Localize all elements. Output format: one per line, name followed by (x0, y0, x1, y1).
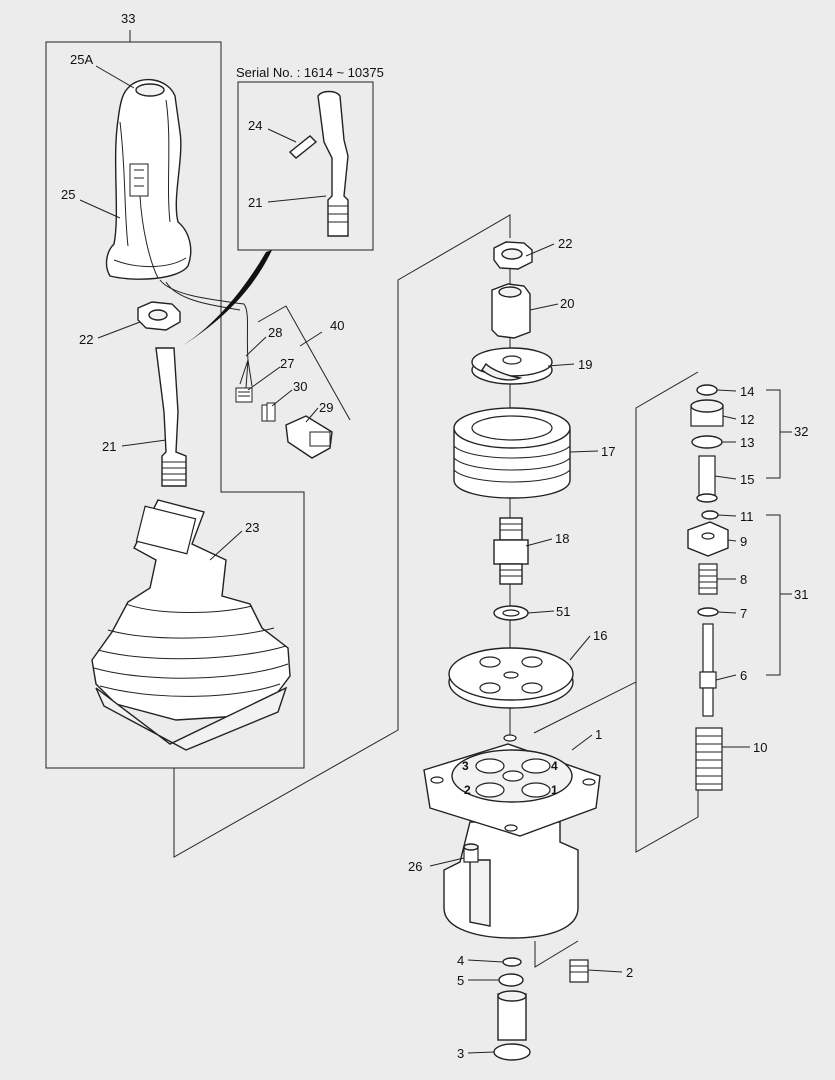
callout-22-top: 22 (558, 236, 572, 251)
plate-16-part (448, 647, 574, 709)
callout-25: 25 (61, 187, 75, 202)
o-ring-5-part (498, 973, 524, 987)
callout-19: 19 (578, 357, 592, 372)
callout-16: 16 (593, 628, 607, 643)
callout-1: 1 (595, 727, 602, 742)
callout-9: 9 (740, 534, 747, 549)
spool-6-part (699, 623, 717, 717)
fitting-3-part (493, 990, 531, 1061)
harness-wire-part (159, 279, 253, 389)
callout-51: 51 (556, 604, 570, 619)
callout-27: 27 (280, 356, 294, 371)
callout-6: 6 (740, 668, 747, 683)
pin-24-part (288, 135, 318, 159)
spring-8-part (698, 563, 718, 595)
lever-21-left-part (155, 347, 187, 487)
callout-30: 30 (293, 379, 307, 394)
ring-14-part (696, 384, 718, 396)
callout-4: 4 (457, 953, 464, 968)
terminal-30-part (261, 402, 276, 422)
callout-18: 18 (555, 531, 569, 546)
port-number-2: 2 (464, 783, 471, 797)
body-1-part: 3 4 2 1 (423, 734, 601, 939)
disc-19-part (471, 347, 553, 385)
callout-12: 12 (740, 412, 754, 427)
sleeve-20-part (491, 283, 531, 339)
callout-24: 24 (248, 118, 262, 133)
callout-8: 8 (740, 572, 747, 587)
serial-inset-frame (237, 81, 374, 251)
lever-21-inset-part (317, 90, 349, 237)
callout-26: 26 (408, 859, 422, 874)
plug-26-part (463, 843, 479, 863)
plug-2-part (569, 959, 589, 983)
callout-2: 2 (626, 965, 633, 980)
nut-22-left-part (137, 301, 181, 331)
callout-40: 40 (330, 318, 344, 333)
seat-9-part (687, 521, 729, 557)
harness-connector-28-part (235, 387, 253, 403)
stud-18-part (493, 517, 529, 585)
o-ring-7-part (697, 607, 719, 617)
boot-seat-17-part (453, 407, 571, 499)
callout-21-inset: 21 (248, 195, 262, 210)
callout-7: 7 (740, 606, 747, 621)
callout-11: 11 (740, 509, 754, 524)
callout-10: 10 (753, 740, 767, 755)
callout-5: 5 (457, 973, 464, 988)
washer-11-part (701, 510, 719, 520)
bracket-32 (766, 389, 792, 479)
port-number-1: 1 (551, 783, 558, 797)
o-ring-13-part (691, 435, 723, 449)
callout-3: 3 (457, 1046, 464, 1061)
port-number-4: 4 (551, 759, 558, 773)
callout-20: 20 (560, 296, 574, 311)
leader-lines (79, 65, 750, 1054)
callout-17: 17 (601, 444, 615, 459)
washer-51-part (493, 605, 529, 621)
zigzag-assembly-lines (173, 214, 699, 968)
bracket-31 (766, 514, 792, 676)
callout-23: 23 (245, 520, 259, 535)
assembly-33-frame (45, 30, 305, 769)
port-number-3: 3 (462, 759, 469, 773)
plug-12-part (690, 399, 724, 427)
callout-22-left: 22 (79, 332, 93, 347)
callout-33: 33 (121, 11, 135, 26)
callout-31: 31 (794, 587, 808, 602)
connector-29-part (285, 415, 333, 459)
rubber-boot-23-part (91, 499, 291, 751)
callout-29: 29 (319, 400, 333, 415)
callout-15: 15 (740, 472, 754, 487)
callout-14: 14 (740, 384, 754, 399)
spring-10-part (695, 727, 723, 791)
callout-32: 32 (794, 424, 808, 439)
callout-21-left: 21 (102, 439, 116, 454)
callout-13: 13 (740, 435, 754, 450)
black-arrow-shape (182, 250, 272, 346)
handle-grip-part (105, 78, 192, 280)
o-ring-4-part (502, 957, 522, 967)
serial-number-note: Serial No. : 1614 ~ 10375 (236, 65, 384, 80)
callout-28: 28 (268, 325, 282, 340)
callout-labels: 33 25A 25 22 21 23 Serial No. : 1614 ~ 1… (61, 11, 808, 1061)
nut-22-top-part (493, 241, 533, 270)
bushing-15-part (696, 455, 718, 503)
callout-25A: 25A (70, 52, 93, 67)
